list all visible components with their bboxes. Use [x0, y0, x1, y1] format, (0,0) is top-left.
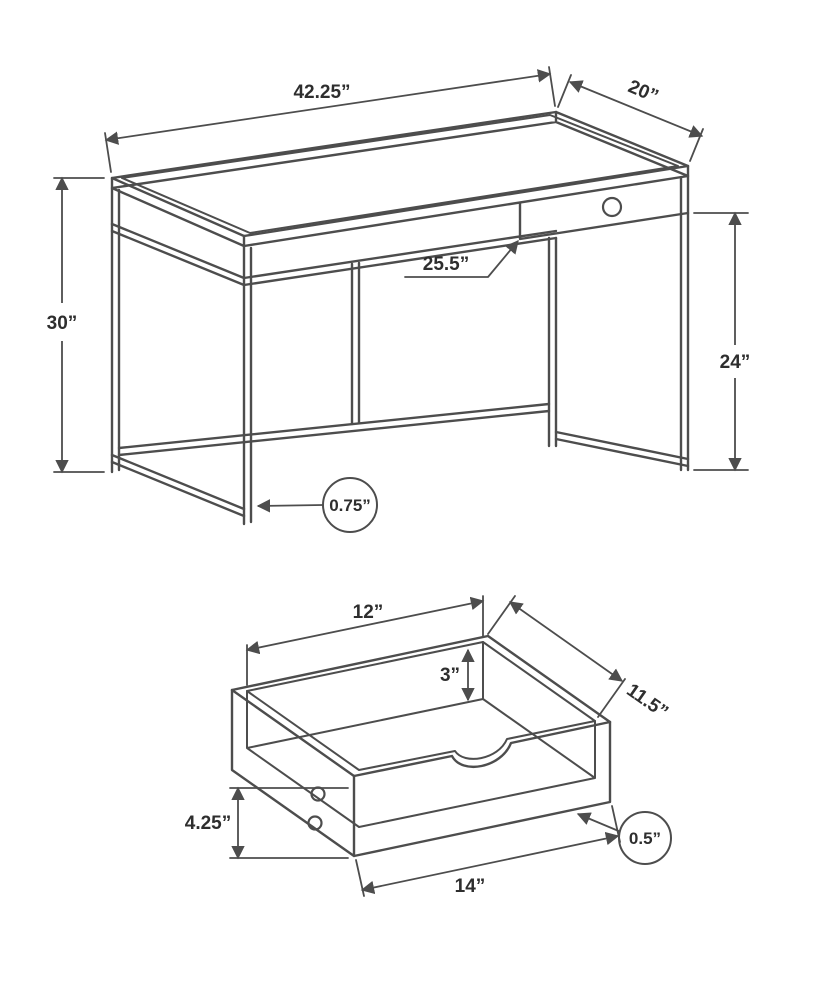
desk-back-right-leg: [547, 236, 558, 448]
dim-drawer-outer-width: 14”: [355, 805, 621, 897]
desk-long-apron: [242, 229, 558, 287]
dim-desk-width: 42.25”: [104, 66, 556, 173]
drawer-outer-rim: [230, 634, 612, 778]
desk-drawer-pull-hole: [601, 196, 623, 218]
drawer-screw-hole-bottom: [307, 815, 323, 831]
dim-label-drawer-height: 4.25”: [185, 813, 231, 834]
desk-back-left-leg: [110, 186, 121, 474]
desk-right-floor-stretcher: [554, 430, 690, 468]
drawer-inner-rim: [246, 641, 596, 771]
dim-label-desk-clearance-width: 25.5”: [423, 254, 469, 275]
dim-drawer-height: 4.25”: [185, 786, 349, 860]
dim-desk-clearance-width: 25.5”: [404, 239, 519, 278]
dim-desk-frame-thickness: 0.75”: [256, 477, 378, 533]
dim-label-drawer-panel-thickness: 0.5”: [629, 829, 661, 848]
dim-label-desk-width: 42.25”: [293, 82, 350, 103]
dim-drawer-depth: 11.5”: [487, 595, 672, 723]
desk-long-floor-beam: [117, 402, 551, 457]
callout-circle-frame-thickness: [322, 477, 378, 533]
dim-drawer-panel-thickness: 0.5”: [576, 811, 672, 865]
dim-label-drawer-outer-width: 14”: [455, 876, 486, 897]
desk-front-right-leg: [679, 174, 690, 472]
desk-drawing: 42.25” 20” 30” 24” 25.5”: [47, 66, 751, 533]
desk-left-apron: [110, 222, 246, 287]
desk-drawer-front: [518, 201, 690, 241]
dim-label-desk-clearance-height: 24”: [720, 352, 751, 373]
desk-front-left-leg: [242, 244, 253, 526]
drawer-drawing: 12” 3” 11.5” 4.25” 0.5” 14”: [185, 595, 672, 897]
dim-drawer-inner-width: 12”: [245, 595, 485, 686]
drawer-outer-body: [230, 688, 612, 858]
drawer-interior-floor: [246, 641, 596, 828]
dim-label-drawer-inner-height: 3”: [440, 665, 460, 686]
dim-drawer-inner-height: 3”: [440, 648, 475, 702]
dim-label-desk-height: 30”: [47, 313, 78, 334]
dim-label-drawer-inner-width: 12”: [353, 602, 384, 623]
dim-desk-height: 30”: [47, 176, 105, 474]
dim-label-desk-frame-thickness: 0.75”: [329, 496, 371, 515]
desk-center-post: [350, 261, 361, 426]
dim-label-drawer-depth: 11.5”: [623, 680, 672, 723]
dim-desk-clearance-height: 24”: [693, 211, 751, 472]
dim-label-desk-depth: 20”: [625, 76, 661, 107]
desk-left-floor-stretcher: [110, 453, 246, 518]
